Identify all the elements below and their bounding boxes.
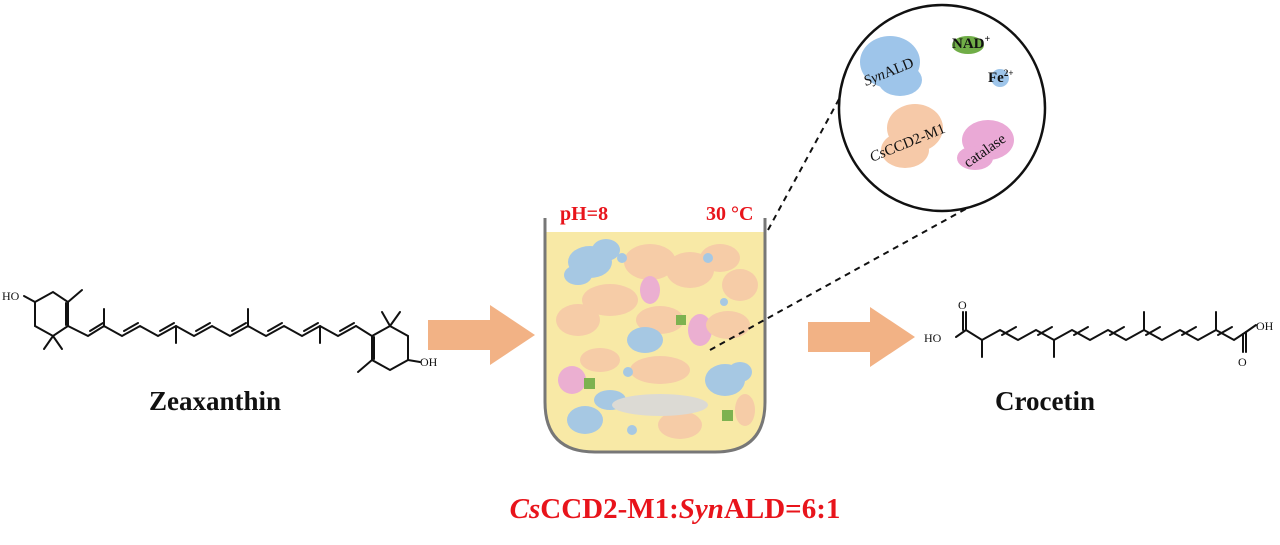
temperature-label: 30 °C: [706, 203, 753, 225]
enzyme-ratio-label: CsCCD2-M1:SynALD=6:1: [510, 493, 841, 525]
crocetin-o-right: O: [1238, 355, 1247, 369]
nad-sup: +: [985, 34, 991, 45]
csccd2-italic: Cs: [868, 145, 889, 166]
ratio-a-italic: Cs: [510, 493, 541, 525]
fe-label: Fe2+: [988, 68, 1013, 86]
beaker-outline: [543, 218, 767, 454]
inset-circle: [837, 3, 1047, 213]
crocetin-ho-label: HO: [924, 331, 942, 345]
ratio-a-rest: CCD2-M1:: [540, 493, 679, 525]
fe-text: Fe: [988, 70, 1004, 86]
crocetin-label: Crocetin: [995, 386, 1095, 416]
nad-label: NAD+: [952, 34, 991, 52]
crocetin-o-left: O: [958, 298, 967, 312]
synald-italic: Syn: [862, 67, 888, 90]
enzyme-blobs: [556, 239, 758, 439]
right-reaction-arrow: [808, 307, 915, 367]
fe-sup: 2+: [1004, 68, 1014, 78]
ratio-b-rest: ALD=6:1: [724, 493, 840, 525]
enzyme-inset: [837, 3, 1047, 213]
crocetin-structure: [955, 311, 1257, 358]
left-reaction-arrow: [428, 305, 535, 365]
ph-label: pH=8: [560, 203, 608, 225]
zeaxanthin-ho-label: HO: [2, 289, 20, 303]
crocetin-oh-label: OH: [1256, 319, 1274, 333]
zeaxanthin-structure: [23, 289, 421, 373]
reaction-beaker: [543, 218, 767, 454]
zeaxanthin-label: Zeaxanthin: [149, 386, 281, 416]
nad-text: NAD: [952, 36, 985, 52]
ratio-b-italic: Syn: [679, 493, 724, 525]
zeaxanthin-oh-label: OH: [420, 355, 438, 369]
